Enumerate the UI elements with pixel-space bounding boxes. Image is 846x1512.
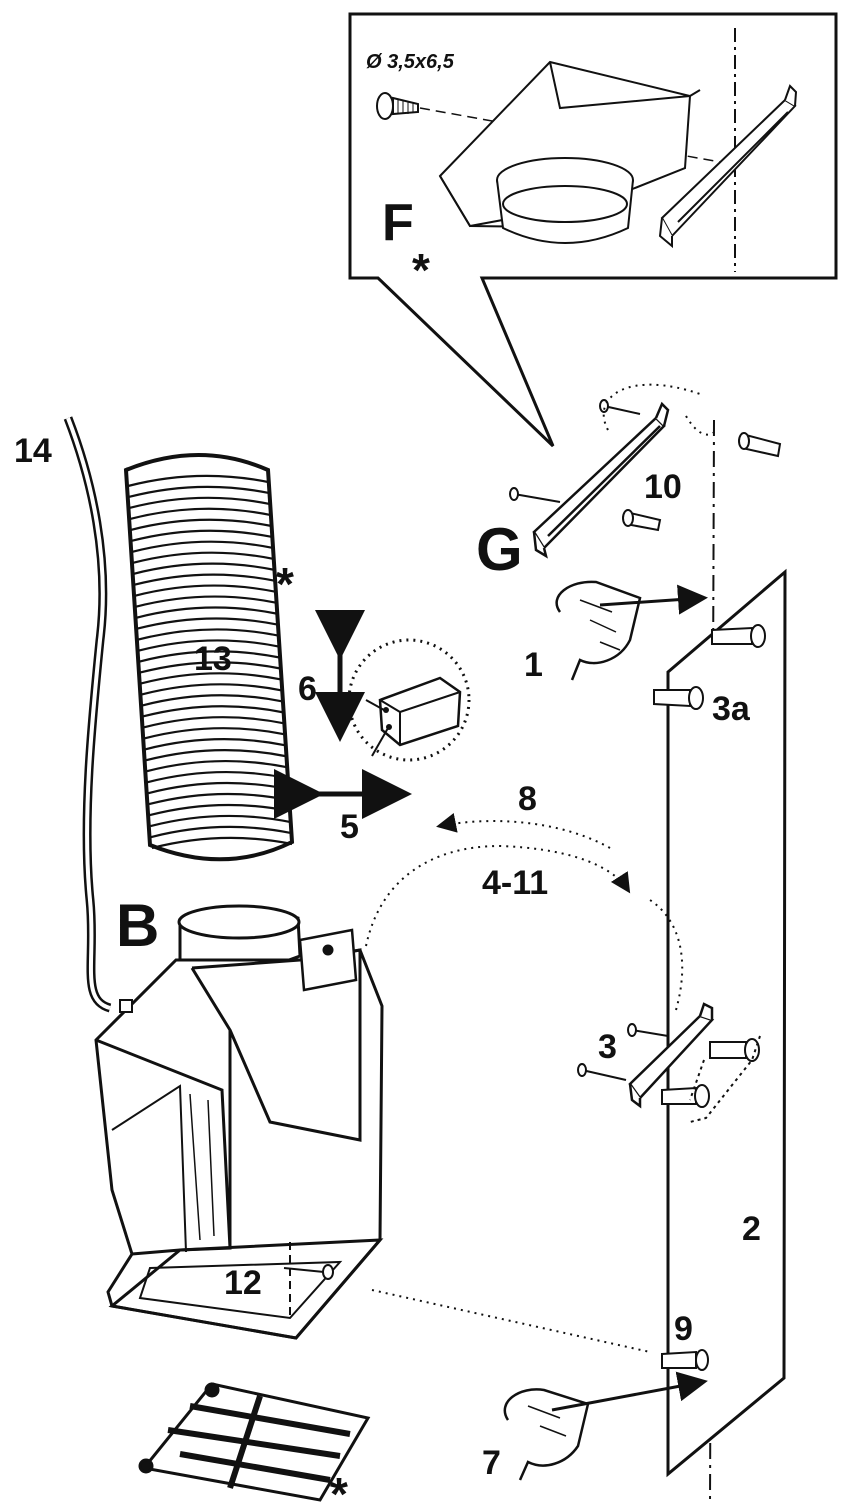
grease-filter: [138, 1382, 371, 1502]
duct-rib: [145, 749, 287, 762]
wall-plugs-3a: [653, 624, 766, 710]
duct-star: *: [276, 558, 294, 610]
label-5: 5: [340, 808, 359, 846]
label-9: 9: [674, 1310, 693, 1348]
lower-bracket-3: [628, 1002, 715, 1109]
screw-spec-label: Ø 3,5x6,5: [366, 51, 455, 73]
duct-rib: [139, 650, 280, 663]
label-8: 8: [518, 780, 537, 818]
duct-rib: [143, 716, 285, 729]
label-1: 1: [524, 646, 543, 684]
label-b: B: [116, 892, 159, 959]
duct-rib: [138, 639, 280, 652]
duct-rib: [136, 606, 277, 619]
duct-rib: [148, 792, 290, 806]
flexible-duct: [123, 453, 295, 862]
duct-rib: [142, 705, 284, 718]
duct-rib: [147, 770, 288, 784]
screw-icon: [376, 92, 419, 120]
screws-step-3: [577, 1023, 761, 1123]
control-module: [274, 610, 471, 819]
duct-rib: [142, 694, 283, 707]
duct-rib: [140, 661, 281, 674]
duct-rib: [141, 683, 283, 696]
power-cable: [63, 416, 112, 1013]
duct-rib: [134, 573, 275, 586]
duct-rib: [132, 540, 273, 553]
duct-rib: [133, 562, 275, 575]
duct-rib: [128, 485, 269, 499]
duct-rib: [132, 551, 274, 564]
duct-rib: [146, 760, 288, 773]
inset-bracket: [658, 84, 798, 249]
duct-rib: [129, 507, 271, 520]
hand-marking-icon-7: [503, 1371, 708, 1481]
duct-connector: [438, 60, 701, 244]
label-12: 12: [224, 1264, 262, 1302]
duct-rib: [137, 617, 278, 630]
duct-rib: [127, 474, 269, 488]
label-g: G: [476, 516, 523, 583]
duct-rib: [131, 529, 272, 542]
arc-step-4-11: [365, 844, 631, 947]
duct-rib: [134, 584, 276, 597]
label-2: 2: [742, 1210, 761, 1248]
duct-rib: [135, 595, 277, 608]
arc-step-8: [436, 813, 611, 849]
label-7: 7: [482, 1444, 501, 1482]
filter-star: *: [330, 1468, 348, 1512]
detail-inset: Ø 3,5x6,5 F *: [348, 12, 838, 448]
screw-step-12: [283, 1242, 334, 1320]
label-14: 14: [14, 432, 52, 470]
duct-rib: [130, 518, 272, 531]
label-4-11: 4-11: [482, 864, 548, 902]
duct-rib: [140, 672, 282, 685]
star-f-label: *: [412, 244, 430, 296]
hand-marking-icon-1: [555, 580, 708, 681]
label-13: 13: [194, 640, 232, 678]
letter-f-label: F: [382, 194, 414, 252]
wall-panel: [666, 568, 787, 1478]
duct-rib: [129, 496, 270, 510]
label-6: 6: [298, 670, 317, 708]
duct-rib: [137, 628, 279, 641]
wall-plug-9: [661, 1349, 709, 1371]
label-10: 10: [644, 468, 682, 506]
duct-rib: [148, 781, 289, 795]
label-3a: 3a: [712, 690, 751, 728]
duct-rib: [151, 836, 293, 850]
bracket-g: [532, 401, 670, 559]
hood-body: [94, 904, 384, 1340]
screws-step-10: [509, 399, 782, 532]
duct-rib: [145, 738, 286, 751]
duct-rib: [150, 814, 291, 828]
label-3: 3: [598, 1028, 617, 1066]
duct-rib: [144, 727, 285, 740]
guide-line-9: [371, 1289, 651, 1353]
duct-rib: [150, 825, 292, 839]
